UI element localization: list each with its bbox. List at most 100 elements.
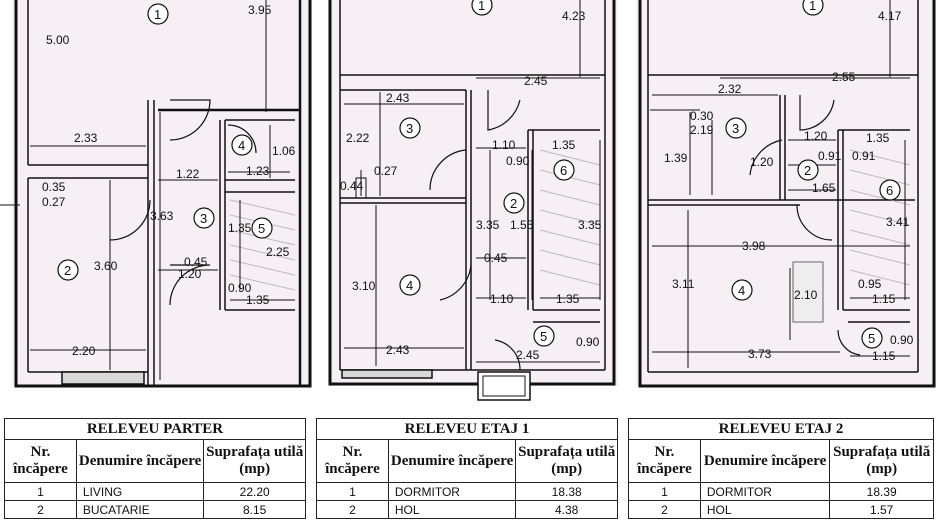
- dim-label: 1.15: [872, 349, 896, 363]
- room-number: 5: [540, 329, 547, 344]
- cell-nr: 2: [316, 500, 389, 519]
- dim-label: 3.98: [742, 239, 766, 253]
- header-denumire: Denumire încăpere: [75, 439, 205, 483]
- dim-label: 1.65: [812, 181, 836, 195]
- table-title: RELEVEU PARTER: [4, 418, 306, 440]
- plan-parter: [0, 0, 312, 388]
- dim-label: 3.10: [352, 279, 376, 293]
- dim-label: 0.27: [374, 164, 398, 178]
- cell-area: 22.20: [203, 482, 306, 501]
- dim-label: 1.22: [176, 167, 200, 181]
- room-number: 1: [809, 0, 816, 13]
- cell-nr: 1: [316, 482, 389, 501]
- cell-nr: 2: [4, 500, 77, 519]
- room-number: 5: [258, 221, 265, 236]
- dim-label: 2.32: [718, 82, 742, 96]
- dim-label: 1.20: [178, 267, 202, 281]
- floor-plans: 5.00 3.95 2.33 1.06 1.23 1.22 0.35 0.27 …: [0, 0, 936, 401]
- dim-label: 0.91: [852, 149, 876, 163]
- dim-label: 1.20: [804, 129, 828, 143]
- dim-label: 3.63: [150, 209, 174, 223]
- header-denumire: Denumire încăpere: [387, 439, 517, 483]
- dim-label: 1.15: [872, 292, 896, 306]
- dim-label: 2.45: [524, 74, 548, 88]
- dim-label: 0.90: [890, 333, 914, 347]
- dim-label: 0.30: [690, 109, 714, 123]
- dim-label: 0.45: [184, 255, 208, 269]
- cell-area: 8.15: [203, 500, 306, 519]
- dim-label: 2.33: [74, 131, 98, 145]
- cell-nr: 1: [4, 482, 77, 501]
- dim-label: 2.43: [386, 91, 410, 105]
- table-title: RELEVEU ETAJ 2: [628, 418, 934, 440]
- cell-area: 18.39: [829, 482, 934, 501]
- dim-label: 2.25: [266, 245, 290, 259]
- cell-name: DORMITOR: [387, 482, 517, 501]
- dim-label: 1.35: [228, 221, 252, 235]
- room-number: 4: [738, 283, 745, 298]
- dim-label: 0.90: [506, 154, 530, 168]
- dim-label: 0.27: [42, 195, 66, 209]
- table-row: 2 BUCATARIE 8.15: [4, 500, 306, 519]
- room-number: 6: [886, 183, 893, 198]
- dim-label: 5.00: [46, 33, 70, 47]
- header-suprafata: Suprafața utilă (mp): [203, 439, 306, 483]
- room-number: 4: [406, 278, 413, 293]
- room-number: 2: [804, 163, 811, 178]
- dim-label: 4.23: [562, 9, 586, 23]
- room-number: 1: [478, 0, 485, 13]
- dim-label: 1.35: [552, 138, 576, 152]
- table-releveu-etaj-1: RELEVEU ETAJ 1 Nr. încăpere Denumire înc…: [316, 418, 618, 519]
- dim-label: 1.35: [866, 131, 890, 145]
- dim-label: 3.95: [248, 3, 272, 17]
- cell-area: 18.38: [515, 482, 618, 501]
- table-row: 1 DORMITOR 18.38: [316, 482, 618, 501]
- cell-name: HOL: [387, 500, 517, 519]
- room-number: 3: [406, 121, 413, 136]
- cell-name: HOL: [699, 500, 831, 519]
- plan-etaj-1: [328, 0, 618, 401]
- room-number: 3: [732, 121, 739, 136]
- dim-label: 0.44: [340, 179, 364, 193]
- dim-label: 4.17: [878, 9, 902, 23]
- dim-label: 3.73: [748, 347, 772, 361]
- dim-label: 3.41: [886, 215, 910, 229]
- dim-label: 2.19: [690, 123, 714, 137]
- plan-etaj-2: [636, 0, 936, 388]
- table-row: 1 DORMITOR 18.39: [628, 482, 934, 501]
- cell-area: 1.57: [829, 500, 934, 519]
- room-number: 2: [510, 196, 517, 211]
- table-row: 2 HOL 1.57: [628, 500, 934, 519]
- dim-label: 1.39: [664, 151, 688, 165]
- dim-label: 0.45: [484, 251, 508, 265]
- header-suprafata: Suprafața utilă (mp): [515, 439, 618, 483]
- dim-label: 1.06: [272, 144, 296, 158]
- header-denumire: Denumire încăpere: [699, 439, 831, 483]
- room-number: 4: [238, 138, 245, 153]
- table-releveu-etaj-2: RELEVEU ETAJ 2 Nr. încăpere Denumire înc…: [628, 418, 934, 519]
- dim-label: 2.20: [72, 344, 96, 358]
- room-number: 3: [200, 211, 207, 226]
- dim-label: 0.91: [818, 149, 842, 163]
- dim-label: 2.45: [516, 348, 540, 362]
- dim-label: 3.35: [476, 218, 500, 232]
- dim-label: 0.95: [858, 277, 882, 291]
- room-number: 6: [560, 163, 567, 178]
- cell-area: 4.38: [515, 500, 618, 519]
- header-suprafata: Suprafața utilă (mp): [829, 439, 934, 483]
- dim-label: 2.22: [346, 131, 370, 145]
- dim-label: 2.55: [832, 70, 856, 84]
- dim-label: 0.90: [576, 335, 600, 349]
- dim-label: 0.35: [42, 180, 66, 194]
- room-number: 5: [868, 331, 875, 346]
- dim-label: 1.35: [556, 292, 580, 306]
- dim-label: 2.43: [386, 343, 410, 357]
- dim-label: 2.10: [794, 288, 818, 302]
- room-number: 1: [154, 7, 161, 22]
- cell-nr: 2: [628, 500, 701, 519]
- dim-label: 1.20: [750, 155, 774, 169]
- dim-label: 1.23: [246, 164, 270, 178]
- cell-name: DORMITOR: [699, 482, 831, 501]
- dim-label: 3.60: [94, 259, 118, 273]
- dim-label: 1.55: [510, 218, 534, 232]
